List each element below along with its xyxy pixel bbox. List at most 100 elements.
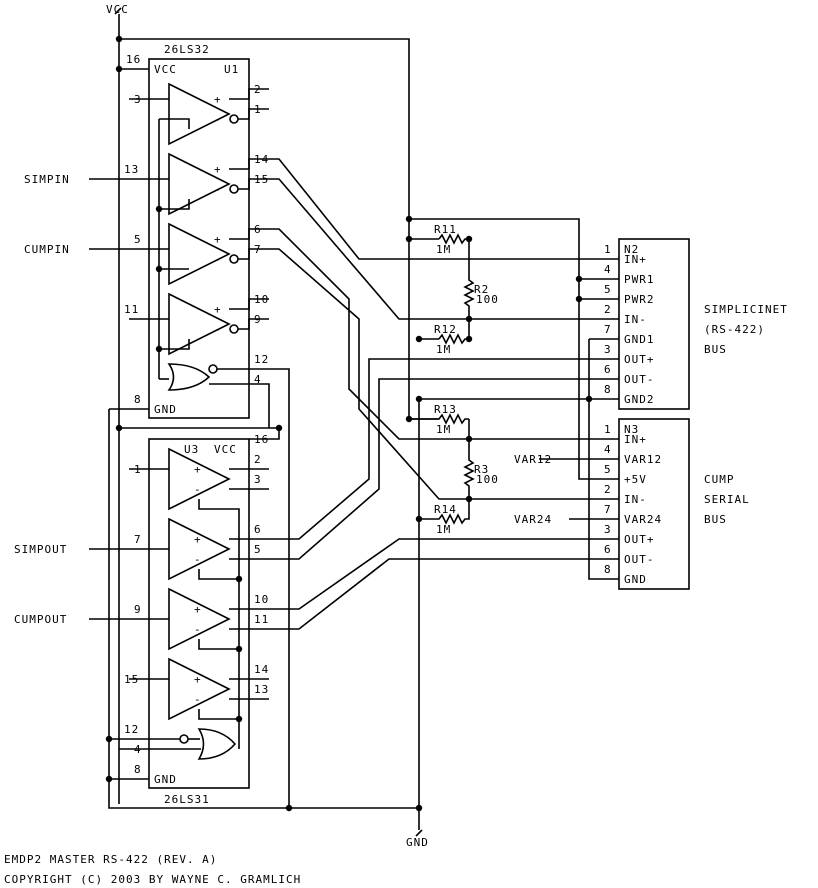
r14-value: 1M xyxy=(436,523,451,536)
n2-pin-8-label: GND2 xyxy=(624,393,655,406)
u1-pin-vcc: 16 xyxy=(126,53,141,66)
n2-pin-3-num: 3 xyxy=(604,343,612,356)
u3-vcc-label: VCC xyxy=(214,443,237,456)
r13-ref: R13 xyxy=(434,403,457,416)
u3-gnd-label: GND xyxy=(154,773,177,786)
n2-pin-1-label: IN+ xyxy=(624,253,647,266)
u1-plus-d: + xyxy=(214,303,222,316)
n2-pin-8-num: 8 xyxy=(604,383,612,396)
n2-pin-3-label: OUT+ xyxy=(624,353,655,366)
gnd-label: GND xyxy=(406,836,429,849)
u1-pin-gnd: 8 xyxy=(134,393,142,406)
u1-vcc-label: VCC xyxy=(154,63,177,76)
u3-plus-c: + xyxy=(194,603,202,616)
u1-pin-b-n: 15 xyxy=(254,173,269,186)
n3-connector xyxy=(618,418,690,590)
power-rails xyxy=(108,7,619,837)
u3-chip xyxy=(89,438,269,789)
u1-pin-a-n: 1 xyxy=(254,103,262,116)
u3-pin-c-p: 10 xyxy=(254,593,269,606)
u1-plus-b: + xyxy=(214,163,222,176)
n2-connector xyxy=(618,238,690,410)
net-cumpin: CUMPIN xyxy=(24,243,70,256)
n3-pin-8-label: GND xyxy=(624,573,647,586)
u1-minus-b: - xyxy=(214,183,222,196)
r13-value: 1M xyxy=(436,423,451,436)
u1-pin-c-in: 5 xyxy=(134,233,142,246)
resistor-network xyxy=(409,233,475,525)
u3-pin-a-in: 1 xyxy=(134,463,142,476)
u3-minus-c: - xyxy=(194,623,202,636)
n3-caption-line1: CUMP xyxy=(704,473,735,486)
u3-pin-a-n: 3 xyxy=(254,473,262,486)
u1-gnd-label: GND xyxy=(154,403,177,416)
u1-plus-c: + xyxy=(214,233,222,246)
u3-pin-b-n: 5 xyxy=(254,543,262,556)
u1-chip xyxy=(89,58,290,808)
u1-pin-d-n: 9 xyxy=(254,313,262,326)
n2-pin-5-label: PWR2 xyxy=(624,293,655,306)
r12-ref: R12 xyxy=(434,323,457,336)
n3-pin-7-num: 7 xyxy=(604,503,612,516)
u3-pin-en2: 4 xyxy=(134,743,142,756)
u1-minus-a: - xyxy=(214,113,222,126)
r2-ref: R2 xyxy=(474,283,489,296)
u1-minus-d: - xyxy=(214,323,222,336)
n3-pin-7-label: VAR24 xyxy=(624,513,662,526)
u1-pin-a-p: 2 xyxy=(254,83,262,96)
n3-ref: N3 xyxy=(624,423,639,436)
u1-pin-b-in: 13 xyxy=(124,163,139,176)
n3-pin-4-num: 4 xyxy=(604,443,612,456)
u3-part-label: 26LS31 xyxy=(164,793,210,806)
n3-pin-5-num: 5 xyxy=(604,463,612,476)
r14-ref: R14 xyxy=(434,503,457,516)
u1-pin-c-p: 6 xyxy=(254,223,262,236)
n2-pin-7-label: GND1 xyxy=(624,333,655,346)
u3-minus-d: - xyxy=(194,693,202,706)
net-cumpout: CUMPOUT xyxy=(14,613,67,626)
n3-pin-1-label: IN+ xyxy=(624,433,647,446)
r3-value: 100 xyxy=(476,473,499,486)
u1-pin-b-p: 14 xyxy=(254,153,269,166)
u3-pin-a-p: 2 xyxy=(254,453,262,466)
n3-caption-line3: BUS xyxy=(704,513,727,526)
footer-title: EMDP2 MASTER RS-422 (REV. A) xyxy=(4,853,217,866)
n2-pin-7-num: 7 xyxy=(604,323,612,336)
n3-pin-2-num: 2 xyxy=(604,483,612,496)
u3-plus-d: + xyxy=(194,673,202,686)
r11-ref: R11 xyxy=(434,223,457,236)
u3-pin-gnd: 8 xyxy=(134,763,142,776)
n2-ref: N2 xyxy=(624,243,639,256)
net-var12: VAR12 xyxy=(514,453,552,466)
n3-pin-6-num: 6 xyxy=(604,543,612,556)
u3-ref-label: U3 xyxy=(184,443,199,456)
u1-pin-c-n: 7 xyxy=(254,243,262,256)
u3-minus-a: - xyxy=(194,483,202,496)
net-simpout: SIMPOUT xyxy=(14,543,67,556)
r2-value: 100 xyxy=(476,293,499,306)
u3-pin-c-n: 11 xyxy=(254,613,269,626)
n2-pin-4-label: PWR1 xyxy=(624,273,655,286)
u3-pin-en1: 12 xyxy=(124,723,139,736)
u3-pin-b-in: 7 xyxy=(134,533,142,546)
u1-plus-a: + xyxy=(214,93,222,106)
u1-pin-en1: 12 xyxy=(254,353,269,366)
u1-pin-a-in: 3 xyxy=(134,93,142,106)
u3-pin-c-in: 9 xyxy=(134,603,142,616)
n3-pin-5-label: +5V xyxy=(624,473,647,486)
u1-ref-label: U1 xyxy=(224,63,239,76)
u3-plus-a: + xyxy=(194,463,202,476)
n3-pin-4-label: VAR12 xyxy=(624,453,662,466)
u1-pin-d-in: 11 xyxy=(124,303,139,316)
u3-pin-d-in: 15 xyxy=(124,673,139,686)
n3-pin-6-label: OUT- xyxy=(624,553,655,566)
junction-dots xyxy=(105,35,593,812)
net-simpin: SIMPIN xyxy=(24,173,70,186)
net-var24: VAR24 xyxy=(514,513,552,526)
u3-plus-b: + xyxy=(194,533,202,546)
n2-pin-2-label: IN- xyxy=(624,313,647,326)
footer-copyright: COPYRIGHT (C) 2003 BY WAYNE C. GRAMLICH xyxy=(4,873,301,886)
r11-value: 1M xyxy=(436,243,451,256)
n3-pin-1-num: 1 xyxy=(604,423,612,436)
